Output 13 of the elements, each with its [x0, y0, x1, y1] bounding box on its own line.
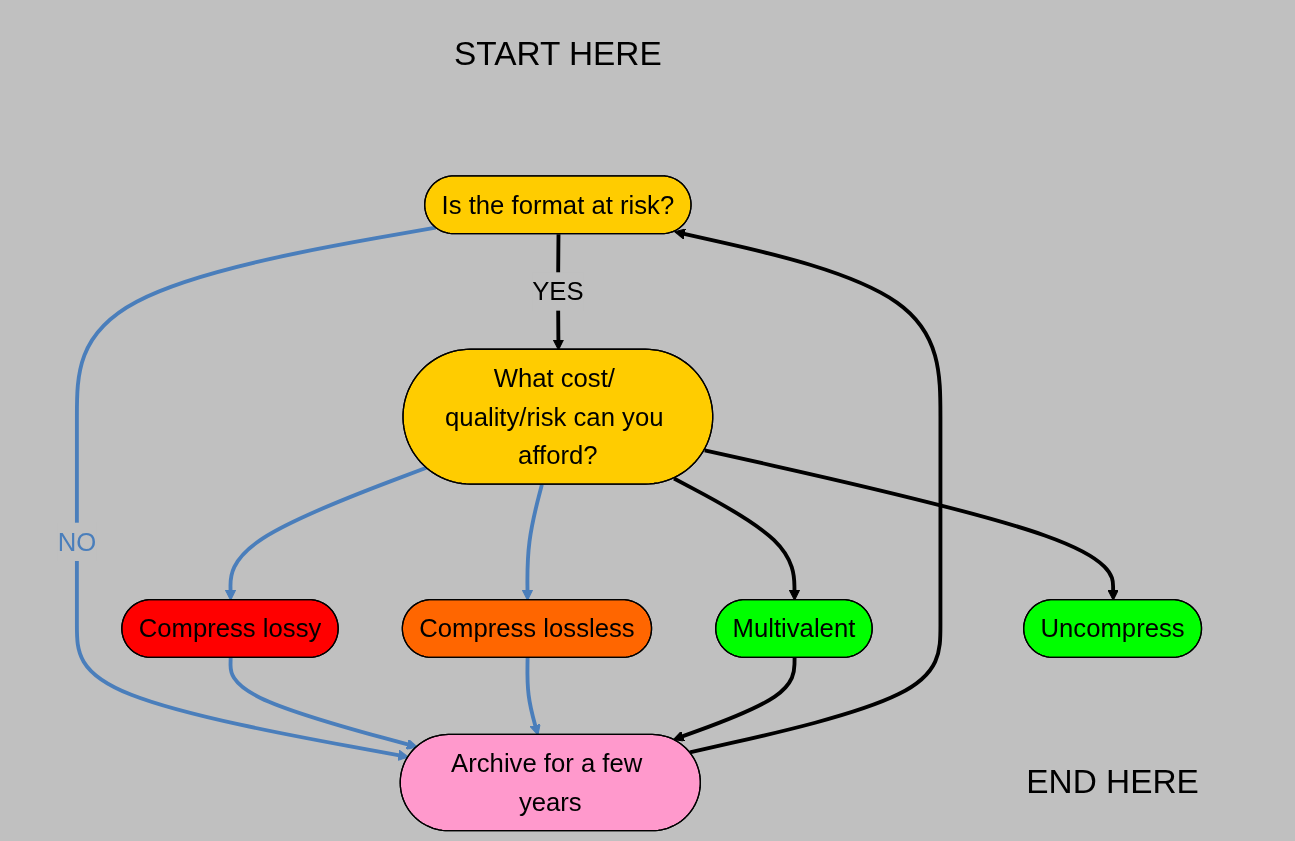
node-label: END HERE: [1026, 762, 1199, 802]
arrow: [672, 658, 797, 742]
node-label: START HERE: [453, 34, 662, 74]
edge-label: NO: [57, 527, 97, 556]
arrow: [673, 476, 801, 601]
arrow: [74, 225, 436, 761]
edge-label: YES: [532, 277, 584, 306]
arrow: [521, 484, 544, 601]
arrow: [674, 228, 943, 755]
arrow: [525, 658, 541, 736]
arrow: [224, 465, 428, 601]
arrow: [704, 448, 1119, 601]
arrow: [228, 658, 418, 750]
